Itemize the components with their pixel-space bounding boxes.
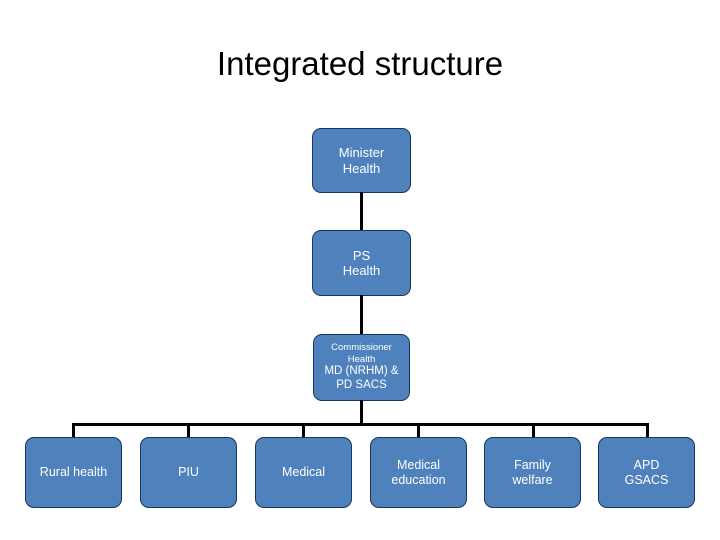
connector-drop-apd-gsacs xyxy=(646,423,649,438)
org-node-medical-education-line1: Medical xyxy=(396,458,441,472)
org-node-minister-health[interactable]: Minister Health xyxy=(312,128,411,193)
connector-horizontal-bus xyxy=(72,423,648,426)
org-node-medical-line1: Medical xyxy=(281,465,326,480)
org-node-medical[interactable]: Medical xyxy=(255,437,352,508)
org-node-minister-health-line1: Minister xyxy=(338,145,385,161)
org-node-commissioner-health[interactable]: Commissioner Health MD (NRHM) & PD SACS xyxy=(313,334,410,401)
org-node-piu-line1: PIU xyxy=(178,465,199,480)
org-node-rural-health[interactable]: Rural health xyxy=(25,437,122,508)
org-node-ps-health-line2: Health xyxy=(342,263,381,278)
org-node-ps-health-line1: PS xyxy=(352,247,371,263)
org-node-commissioner-line1: Commissioner xyxy=(331,342,392,354)
org-node-ps-health[interactable]: PS Health xyxy=(312,230,411,296)
connector-ps-to-commissioner xyxy=(360,295,363,335)
connector-drop-rural-health xyxy=(72,423,75,438)
org-node-piu[interactable]: PIU xyxy=(140,437,237,508)
org-node-rural-health-line1: Rural health xyxy=(39,465,108,480)
connector-commissioner-stem xyxy=(360,400,363,425)
org-node-commissioner-line4: PD SACS xyxy=(336,378,387,391)
org-node-family-welfare-line2: welfare xyxy=(512,472,553,487)
org-node-apd-gsacs-line2: GSACS xyxy=(624,472,669,487)
org-node-family-welfare[interactable]: Family welfare xyxy=(484,437,581,508)
org-node-minister-health-line2: Health xyxy=(342,160,381,176)
page-title: Integrated structure xyxy=(216,45,504,82)
org-node-apd-gsacs[interactable]: APD GSACS xyxy=(598,437,695,508)
connector-drop-piu xyxy=(187,423,190,438)
org-node-family-welfare-line1: Family xyxy=(514,458,551,472)
org-node-medical-education-line2: education xyxy=(391,472,446,487)
connector-drop-family-welfare xyxy=(532,423,535,438)
connector-minister-to-ps xyxy=(360,192,363,231)
connector-drop-medical-education xyxy=(417,423,420,438)
org-node-apd-gsacs-line1: APD xyxy=(633,458,660,472)
org-node-commissioner-line3: MD (NRHM) & xyxy=(324,365,399,378)
org-node-commissioner-line2: Health xyxy=(347,353,376,365)
connector-drop-medical xyxy=(302,423,305,438)
org-node-medical-education[interactable]: Medical education xyxy=(370,437,467,508)
